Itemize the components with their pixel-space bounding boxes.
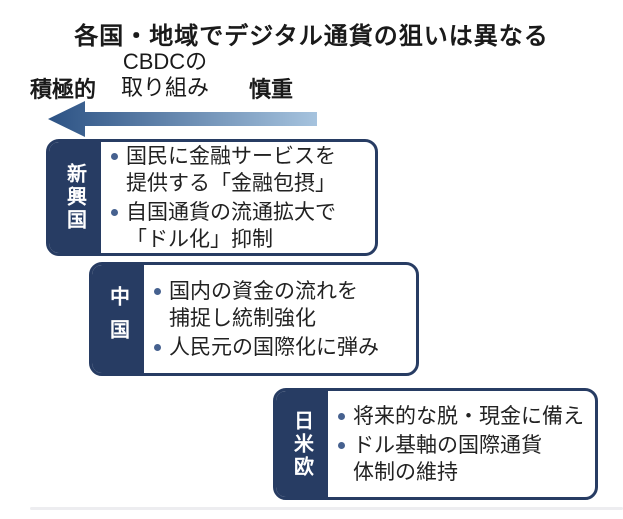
bullet-icon [338, 412, 345, 420]
region-box-emerging-countries: 新興国 国民に金融サービスを 提供する「金融包摂」 自国通貨の流通拡大で 「ドル… [46, 139, 378, 256]
list-item: 将来的な脱・現金に備え [338, 403, 589, 430]
bullet-icon [154, 343, 161, 351]
left-arrow-icon [48, 101, 317, 137]
bullet-icon [154, 287, 161, 295]
region-content-emerging-countries: 国民に金融サービスを 提供する「金融包摂」 自国通貨の流通拡大で 「ドル化」抑制 [101, 142, 375, 253]
region-content-japan-us-europe: 将来的な脱・現金に備え ドル基軸の国際通貨 体制の維持 [328, 391, 595, 497]
spectrum-arrow [40, 100, 320, 138]
region-label-japan-us-europe: 日米欧 [276, 391, 328, 497]
region-label-emerging-countries: 新興国 [49, 142, 101, 253]
bullet-icon [111, 152, 118, 160]
bullet-icon [111, 208, 118, 216]
list-item: ドル基軸の国際通貨 体制の維持 [338, 432, 589, 486]
bullet-text: 国民に金融サービスを 提供する「金融包摂」 [126, 144, 336, 195]
page-title: 各国・地域でデジタル通貨の狙いは異なる [74, 23, 549, 50]
list-item: 人民元の国際化に弾み [154, 334, 410, 361]
region-box-japan-us-europe: 日米欧 将来的な脱・現金に備え ドル基軸の国際通貨 体制の維持 [273, 388, 598, 500]
region-label-china: 中国 [92, 265, 144, 373]
bullet-text: 自国通貨の流通拡大で 「ドル化」抑制 [126, 200, 336, 251]
bullet-text: 国内の資金の流れを 捕捉し統制強化 [169, 279, 358, 330]
bottom-divider [30, 507, 623, 510]
region-content-china: 国内の資金の流れを 捕捉し統制強化 人民元の国際化に弾み [144, 265, 416, 373]
axis-label-active: 積極的 [30, 77, 97, 102]
bullet-text: 将来的な脱・現金に備え [353, 404, 584, 428]
axis-label-cautious: 慎重 [249, 77, 294, 102]
bullet-text: ドル基軸の国際通貨 体制の維持 [353, 433, 542, 484]
region-box-china: 中国 国内の資金の流れを 捕捉し統制強化 人民元の国際化に弾み [89, 262, 419, 376]
bullet-icon [338, 441, 345, 449]
list-item: 国内の資金の流れを 捕捉し統制強化 [154, 278, 410, 332]
axis-label-cbdc-efforts: CBDCの 取り組み [120, 49, 209, 100]
list-item: 自国通貨の流通拡大で 「ドル化」抑制 [111, 199, 369, 253]
list-item: 国民に金融サービスを 提供する「金融包摂」 [111, 143, 369, 197]
bullet-text: 人民元の国際化に弾み [169, 335, 379, 359]
